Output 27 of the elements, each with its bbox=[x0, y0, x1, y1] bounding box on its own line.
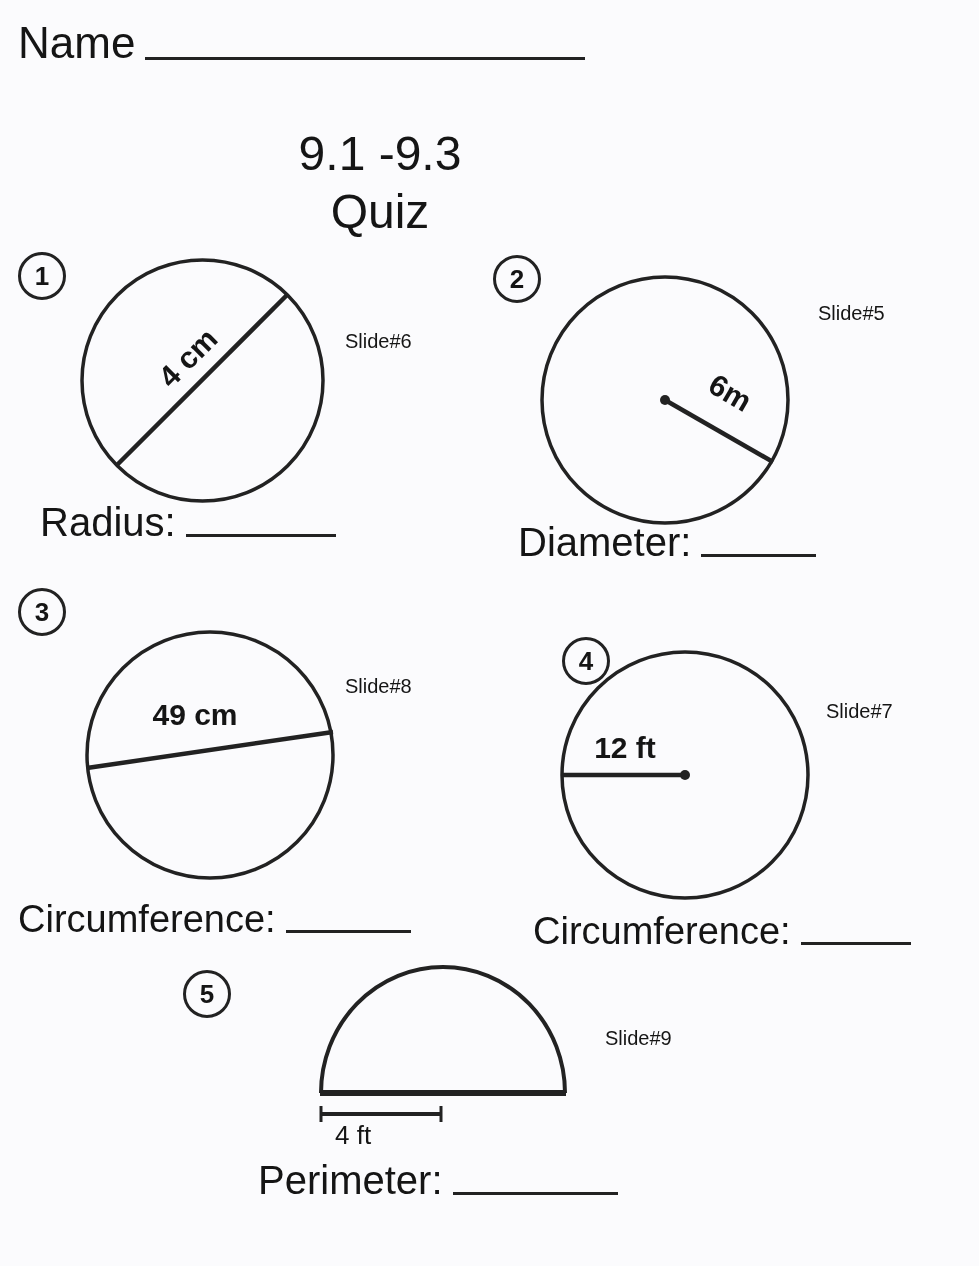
slide-note: Slide#5 bbox=[818, 302, 885, 325]
circle-figure bbox=[80, 258, 325, 503]
circle-figure bbox=[85, 630, 335, 880]
measurement-label: 4 cm bbox=[151, 321, 225, 395]
quiz-title: 9.1 -9.3 Quiz bbox=[297, 126, 463, 240]
slide-note: Slide#9 bbox=[605, 1027, 672, 1050]
slide-note: Slide#7 bbox=[826, 700, 893, 723]
problem-number: 4 bbox=[562, 637, 610, 685]
measurement-label: 6m bbox=[702, 367, 758, 419]
slide-note: Slide#6 bbox=[345, 330, 412, 353]
field-label: Radius: bbox=[40, 500, 176, 545]
measurement-label: 49 cm bbox=[152, 698, 238, 732]
semicircle-figure bbox=[318, 965, 568, 1097]
dimension-label: 4 ft bbox=[335, 1120, 372, 1151]
slide-note: Slide#8 bbox=[345, 675, 412, 698]
measurement-label: 12 ft bbox=[594, 731, 656, 765]
field-label: Perimeter: bbox=[258, 1158, 443, 1203]
problem-number: 3 bbox=[18, 588, 66, 636]
field-label: Circumference: bbox=[18, 898, 276, 941]
circle-figure bbox=[540, 275, 790, 525]
field-label: Diameter: bbox=[518, 520, 692, 565]
field-label: Circumference: bbox=[533, 910, 791, 953]
problem-number: 1 bbox=[18, 252, 66, 300]
problem-number: 2 bbox=[493, 255, 541, 303]
field-label: Name bbox=[18, 18, 136, 68]
circle-figure bbox=[560, 650, 810, 900]
problem-number: 5 bbox=[183, 970, 231, 1018]
